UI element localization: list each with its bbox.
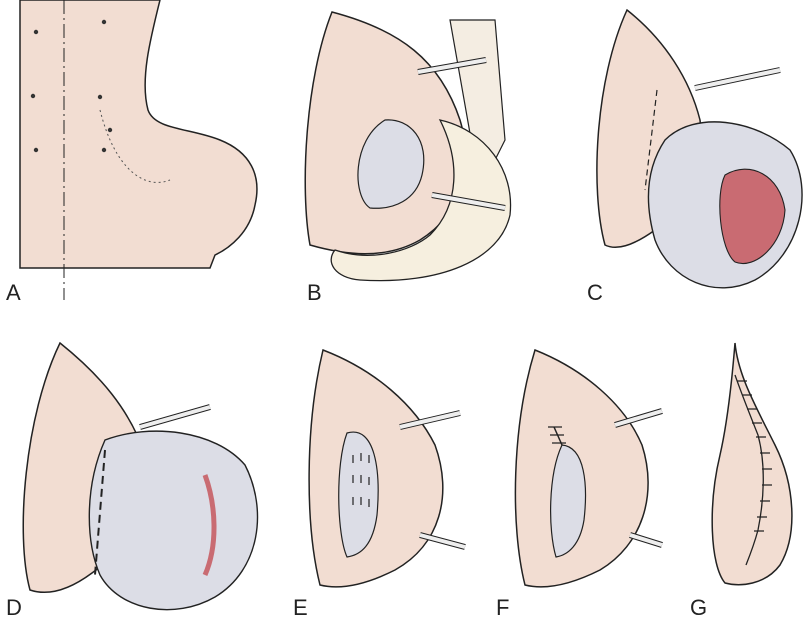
panel-label-a: A [6,280,21,305]
panel-c: C [575,0,811,304]
panel-e-drawing [308,348,466,588]
panel-e: E [285,335,475,620]
panel-label-c: C [587,280,603,305]
panel-g-drawing [711,342,793,586]
panel-label-g: G [690,595,708,620]
panel-label-b: B [307,280,322,305]
panel-label-d: D [6,595,22,620]
panel-f-drawing [514,349,663,588]
panel-a-drawing [19,0,258,300]
panel-d-drawing [22,341,259,611]
panel-b: B [290,0,530,304]
panel-f: F [490,335,670,620]
panel-c-drawing [596,8,803,289]
panel-label-f: F [496,595,510,620]
panel-g: G [680,335,811,620]
panel-d: D [0,335,270,620]
panel-label-e: E [293,595,308,620]
panel-b-drawing [304,11,512,282]
panel-a: A [0,0,270,304]
